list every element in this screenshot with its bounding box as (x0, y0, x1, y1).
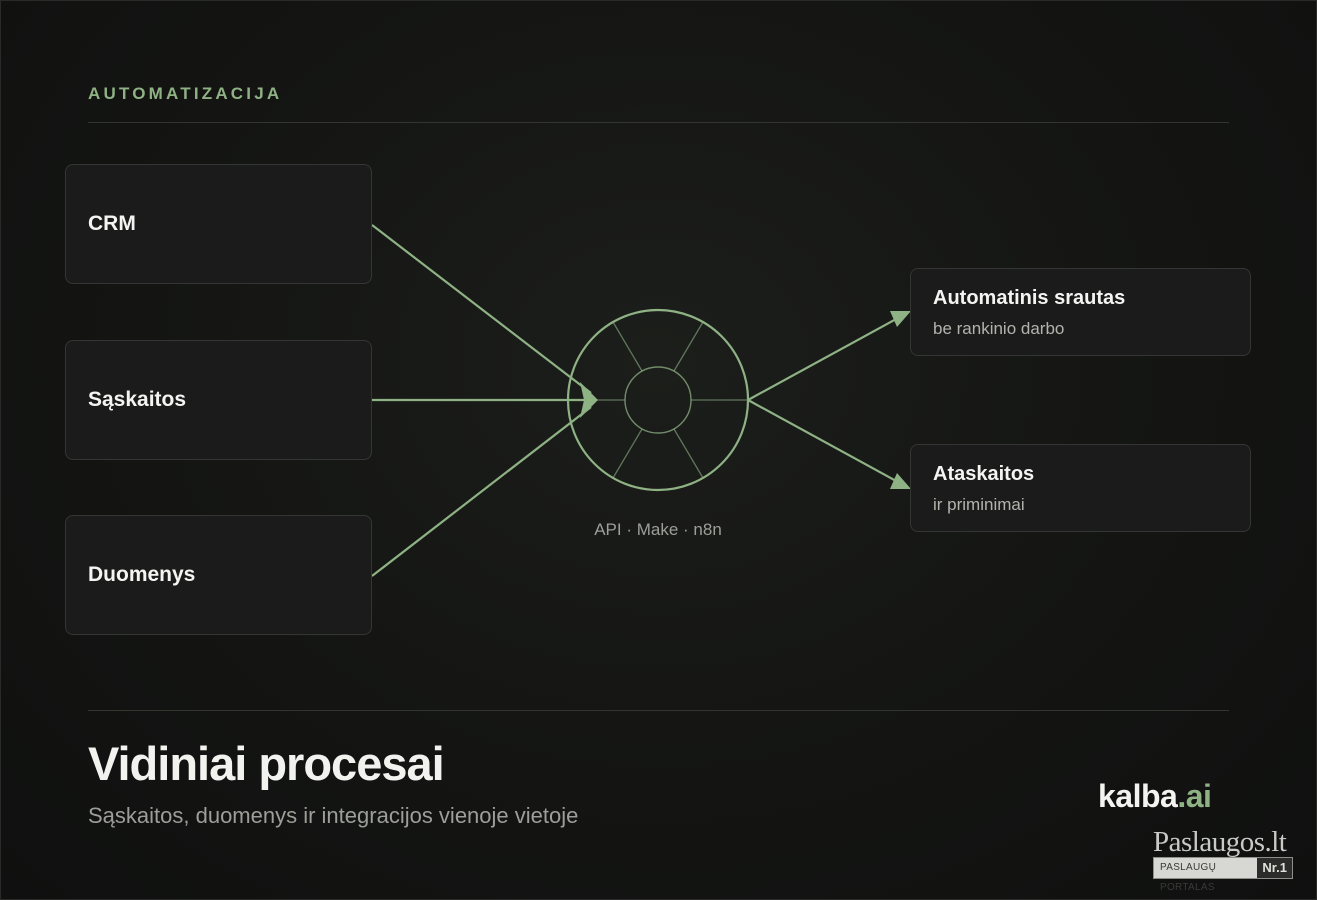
brand-domain: .ai (1177, 778, 1212, 814)
hub-caption: API · Make · n8n (594, 520, 722, 539)
connector-duomenys (371, 406, 592, 577)
partner-rank-badge: Nr.1 (1257, 858, 1292, 878)
source-box-duomenys: Duomenys (65, 515, 372, 635)
source-box-saskaitos: Sąskaitos (65, 340, 372, 460)
partner-badge: Paslaugos.lt PASLAUGŲ PORTALAS Nr.1 (1153, 826, 1293, 893)
source-label: Duomenys (88, 563, 196, 586)
output-subtitle: be rankinio darbo (933, 319, 1065, 338)
source-box-crm: CRM (65, 164, 372, 284)
connector-ataskaitos (747, 399, 899, 483)
output-box-automatinis-srautas: Automatinis srautas be rankinio darbo (910, 268, 1251, 356)
output-box-ataskaitos: Ataskaitos ir priminimai (910, 444, 1251, 532)
page-title: Vidiniai procesai (88, 737, 445, 790)
output-title: Automatinis srautas (933, 287, 1126, 309)
top-divider (88, 122, 1229, 123)
connector-automatinis (747, 317, 899, 401)
brand-logo: kalba.ai (1098, 778, 1212, 815)
source-label: Sąskaitos (88, 388, 187, 411)
partner-strip: PASLAUGŲ PORTALAS Nr.1 (1153, 857, 1293, 893)
arrowhead-in (580, 382, 598, 418)
partner-name: Paslaugos.lt (1153, 826, 1287, 858)
page-subtitle: Sąskaitos, duomenys ir integracijos vien… (88, 803, 579, 828)
connector-crm (371, 224, 592, 394)
section-label: AUTOMATIZACIJA (88, 84, 283, 103)
arrowhead-out-bottom (890, 473, 911, 489)
arrowhead-out-top (890, 311, 911, 327)
source-label: CRM (88, 212, 136, 235)
output-subtitle: ir priminimai (933, 495, 1025, 514)
brand-name: kalba (1098, 778, 1178, 814)
bottom-divider (88, 710, 1229, 711)
partner-tag: PASLAUGŲ PORTALAS (1154, 858, 1258, 893)
output-title: Ataskaitos (933, 463, 1035, 485)
